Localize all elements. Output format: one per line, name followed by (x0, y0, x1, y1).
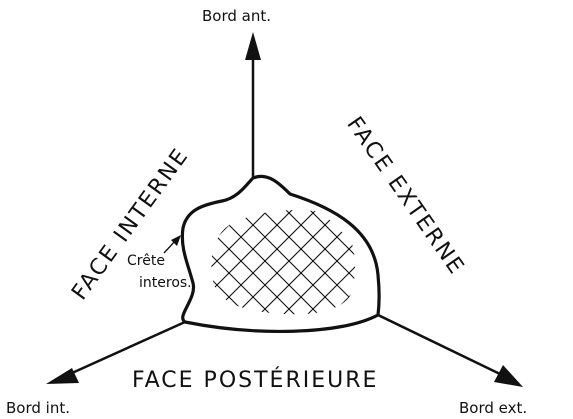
label-bord-externe: Bord ext. (459, 399, 527, 417)
label-bord-anterieur: Bord ant. (202, 7, 271, 25)
label-crete-line1: Crête (127, 253, 165, 269)
label-face-posterieure: FACE POSTÉRIEURE (132, 367, 378, 393)
label-bord-interne: Bord int. (6, 399, 70, 417)
label-crete-line2: interos. (139, 275, 192, 291)
external-axis-line (378, 315, 500, 374)
internal-axis-line (72, 322, 185, 373)
anterior-arrowhead (245, 32, 261, 60)
internal-arrowhead (46, 368, 79, 384)
bone-section-outline (182, 176, 379, 331)
label-face-externe: FACE EXTERNE (341, 112, 469, 280)
medullary-hatching (140, 148, 402, 398)
external-arrowhead (494, 365, 523, 387)
